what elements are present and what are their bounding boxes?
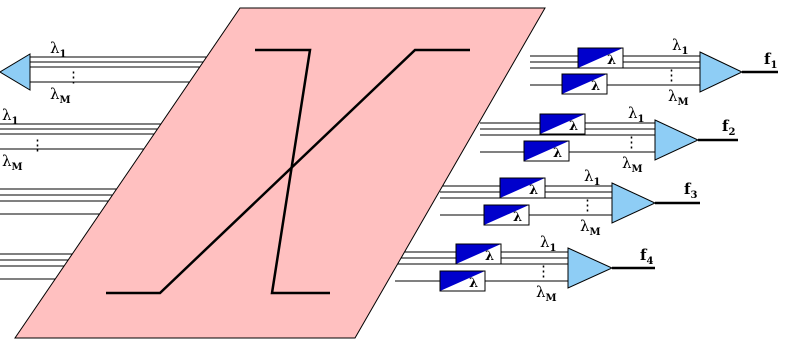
svg-text:⋮: ⋮ [536, 262, 551, 280]
output-wavelength-labels-2: λ1 ⋮ λM [622, 104, 644, 175]
output-amplifier-3 [611, 182, 700, 224]
filter-label: λ [569, 119, 578, 134]
output-label-4: f4 [640, 246, 653, 267]
wavelength-filter: λ [539, 113, 586, 135]
input-label-top: λ1 ⋮ λM [50, 39, 81, 106]
svg-text:λ1: λ1 [2, 106, 18, 127]
optical-switch [14, 7, 546, 339]
svg-text:λM: λM [50, 85, 71, 106]
output-amplifier-2 [654, 119, 738, 161]
filter-label: λ [607, 53, 616, 68]
svg-text:⋮: ⋮ [66, 68, 81, 86]
svg-text:⋮: ⋮ [664, 66, 679, 84]
svg-text:λM: λM [668, 87, 689, 108]
filter-label: λ [469, 276, 478, 291]
output-wavelength-labels-1: λ1 ⋮ λM [664, 36, 689, 108]
svg-text:λM: λM [536, 283, 557, 304]
crossconnect-x-symbol [106, 48, 470, 295]
output-amplifier-1 [699, 51, 778, 93]
input-label-second: λ1 ⋮ λM [2, 106, 45, 173]
output-amplifier-4 [567, 247, 655, 289]
input-bundle-1 [0, 53, 240, 91]
output-label-3: f3 [684, 180, 697, 201]
svg-text:λ1: λ1 [672, 36, 688, 57]
svg-text:λ1: λ1 [540, 233, 556, 254]
output-label-2: f2 [722, 117, 735, 138]
output-wavelength-labels-4: λ1 ⋮ λM [536, 233, 557, 304]
svg-text:λM: λM [580, 217, 601, 238]
input-amplifier-1 [0, 53, 31, 91]
wavelength-filter: λ [455, 243, 502, 265]
svg-text:⋮: ⋮ [30, 136, 45, 154]
svg-text:⋮: ⋮ [624, 133, 639, 151]
filter-label: λ [529, 183, 538, 198]
wavelength-filter: λ [577, 47, 624, 69]
wavelength-filter: λ [499, 177, 546, 199]
wavelength-filter: λ [439, 270, 486, 292]
svg-text:λ1: λ1 [628, 104, 644, 125]
svg-text:λ1: λ1 [50, 39, 66, 60]
filter-label: λ [485, 249, 494, 264]
filter-label: λ [513, 210, 522, 225]
svg-text:λM: λM [622, 154, 643, 175]
filter-label: λ [591, 79, 600, 94]
output-wavelength-labels-3: λ1 ⋮ λM [580, 167, 601, 238]
wavelength-filter: λ [561, 73, 608, 95]
wavelength-filter: λ [523, 140, 570, 162]
svg-text:⋮: ⋮ [580, 196, 595, 214]
wavelength-filter: λ [483, 204, 530, 226]
filter-label: λ [553, 146, 562, 161]
svg-text:λ1: λ1 [584, 167, 600, 188]
svg-text:λM: λM [2, 152, 23, 173]
output-label-1: f1 [764, 50, 777, 71]
